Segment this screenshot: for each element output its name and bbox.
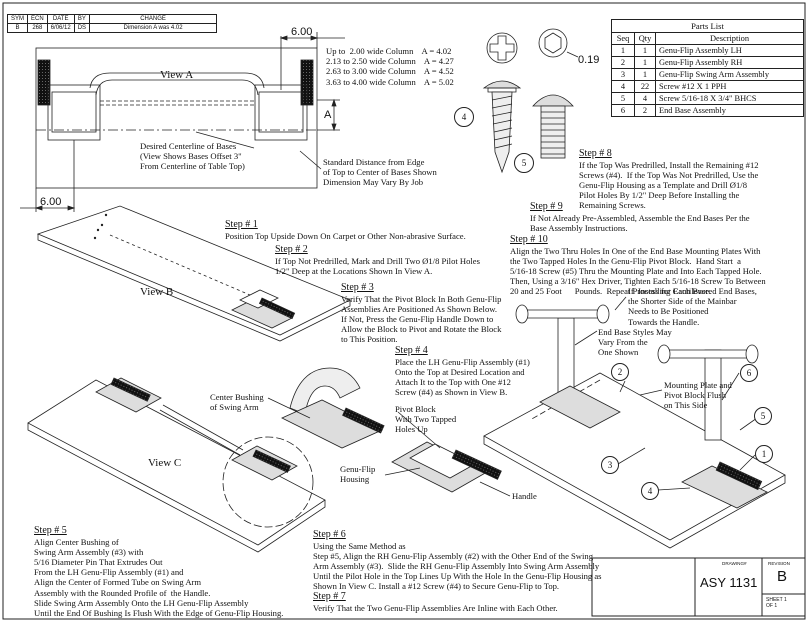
dim-left: 6.00 [40, 196, 62, 208]
callout-pivot: Pivot Block With Two Tapped Holes Up [395, 404, 457, 435]
callout-mount: Mounting Plate and Pivot Block Flush on … [664, 380, 732, 411]
step-4-text: Place the LH Genu-Flip Assembly (#1) Ont… [395, 356, 530, 398]
centerline-note: Desired Centerline of Bases (View Shows … [140, 141, 245, 172]
rev-header-sym: SYM [6, 14, 29, 24]
parts-row: 1 1 Genu-Flip Assembly LH [612, 44, 803, 57]
rev-change: Dimension A was 4.02 [89, 23, 218, 33]
view-a-label: View A [160, 69, 194, 81]
callout-bushing: Center Bushing of Swing Arm [210, 392, 264, 413]
parts-row: 3 1 Genu-Flip Swing Arm Assembly [612, 68, 803, 81]
step-9-heading: Step # 9 [530, 201, 563, 213]
step-6-text: Using the Same Method as Step #5, Align … [313, 540, 602, 592]
parts-row: 4 22 Screw #12 X 1 PPH [612, 80, 803, 93]
sheet-total: 1 [774, 603, 778, 609]
standard-note: Standard Distance from Edge of Top to Ce… [323, 157, 437, 188]
view-c-label: View C [148, 457, 182, 469]
balloon-2: 2 [611, 363, 629, 381]
step-1-heading: Step # 1 [225, 219, 258, 231]
rev-sym: B [6, 23, 29, 33]
step-6-heading: Step # 6 [313, 529, 346, 541]
parts-list-title: Parts List [612, 20, 803, 33]
step-1-text: Position Top Upside Down On Carpet or Ot… [225, 230, 466, 241]
callout-handle: Handle [512, 491, 537, 501]
step-3-heading: Step # 3 [341, 282, 374, 294]
step-5-heading: Step # 5 [34, 525, 67, 537]
end-base-drawing [483, 296, 786, 549]
parts-row: 5 4 Screw 5/16-18 X 3/4" BHCS [612, 92, 803, 105]
balloon-5: 5 [514, 153, 534, 173]
screw-icons [482, 28, 579, 174]
callout-housing: Genu-Flip Housing [340, 464, 376, 485]
revision-table: SYM ECN DATE BY CHANGE B 268 6/06/12 DS … [6, 14, 218, 33]
rev-header-change: CHANGE [89, 14, 218, 24]
of-label: OF [766, 603, 773, 609]
balloon-3: 3 [601, 456, 619, 474]
parts-header-seq: Seq [612, 33, 635, 45]
balloon-1: 1 [755, 445, 773, 463]
callout-cantilever: If Installing Cantilevered End Bases, th… [628, 286, 757, 327]
view-b-label: View B [140, 286, 174, 298]
step-4-heading: Step # 4 [395, 345, 428, 357]
sheet-number: 1 [783, 597, 787, 603]
view-c-drawing [27, 367, 511, 553]
column-table: Up to 2.00 wide Column A = 4.02 2.13 to … [326, 46, 454, 87]
parts-row: 6 2 End Base Assembly [612, 104, 803, 116]
revision-value: B [777, 568, 788, 585]
step-8-heading: Step # 8 [579, 148, 612, 160]
parts-header-qty: Qty [634, 33, 656, 45]
step-7-text: Verify That the Two Genu-Flip Assemblies… [313, 602, 558, 613]
title-block-frame [591, 557, 806, 617]
step-9-text: If Not Already Pre-Assembled, Assemble t… [530, 212, 750, 233]
step-8-text: If the Top Was Predrilled, Install the R… [579, 159, 759, 211]
balloon-4b: 4 [641, 482, 659, 500]
sheet-label: SHEET [766, 597, 783, 603]
view-b-drawing [36, 205, 351, 342]
step-5-text: Align Center Bushing of Swing Arm Assemb… [34, 536, 284, 619]
parts-row: 2 1 Genu-Flip Assembly RH [612, 56, 803, 69]
parts-table: Seq Qty Description 1 1 Genu-Flip Assemb… [612, 33, 803, 116]
step-2-heading: Step # 2 [275, 244, 308, 256]
balloon-4: 4 [454, 107, 474, 127]
callout-end-base: End Base Styles May Vary From the One Sh… [598, 327, 672, 358]
drawing-number: ASY 1131 [700, 575, 758, 590]
view-a-drawing [20, 32, 345, 212]
dim-hex: 0.19 [578, 54, 600, 66]
step-7-heading: Step # 7 [313, 591, 346, 603]
rev-header-by: BY [73, 14, 91, 24]
drawing-label: DRAWING# [722, 561, 747, 566]
rev-by: DS [73, 23, 91, 33]
dim-top: 6.00 [291, 26, 313, 38]
balloon-6: 6 [740, 364, 758, 382]
step-10-heading: Step # 10 [510, 234, 548, 246]
step-3-text: Verify That the Pivot Block In Both Genu… [341, 293, 502, 345]
rev-date: 6/06/12 [46, 23, 75, 33]
balloon-5b: 5 [754, 407, 772, 425]
rev-header-date: DATE [46, 14, 75, 24]
step-10-text: Align the Two Thru Holes In One of the E… [510, 245, 766, 297]
parts-list: Parts List Seq Qty Description 1 1 Genu-… [611, 19, 804, 117]
step-2-text: If Top Not Predrilled, Mark and Drill Tw… [275, 255, 480, 276]
dim-a: A [324, 109, 332, 121]
parts-header-desc: Description [709, 34, 750, 43]
rev-ecn: 268 [27, 23, 48, 33]
rev-header-ecn: ECN [27, 14, 48, 24]
revision-label: REVISION [768, 561, 790, 566]
